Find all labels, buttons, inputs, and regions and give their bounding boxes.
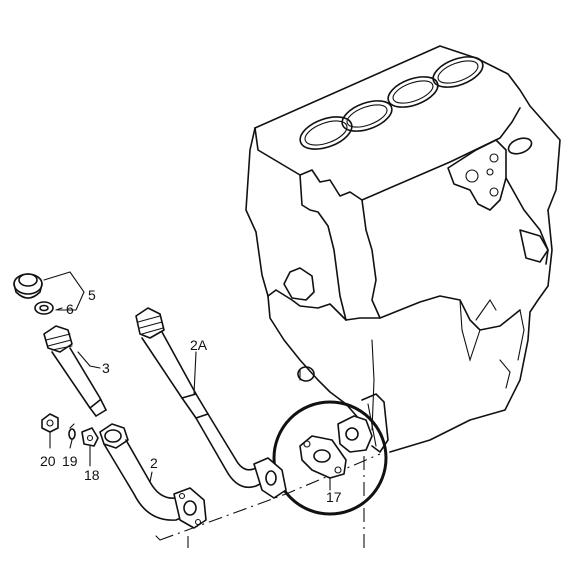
callout-6: 6 — [66, 301, 74, 317]
part-2-oil-pipe — [99, 423, 207, 529]
callout-labels: 5 6 3 2A 2 17 18 19 20 — [40, 287, 342, 505]
callout-18: 18 — [84, 467, 100, 483]
part-18-clip — [81, 427, 99, 447]
callout-17: 17 — [326, 489, 342, 505]
engine-block — [245, 45, 561, 453]
part-20-nut — [41, 413, 59, 433]
part-3-pipe — [43, 325, 107, 417]
callout-5: 5 — [88, 287, 96, 303]
part-5-cap — [13, 273, 43, 299]
highlight-circle — [272, 400, 388, 516]
callout-19: 19 — [62, 453, 78, 469]
leader-lines — [43, 271, 197, 483]
part-17-gasket — [272, 400, 388, 516]
part-19-washer — [68, 423, 76, 440]
callout-3: 3 — [102, 360, 110, 376]
callout-20: 20 — [40, 453, 56, 469]
part-2a-oil-pipe — [135, 307, 287, 499]
part-6-washer — [34, 301, 54, 315]
callout-2: 2 — [150, 455, 158, 471]
callout-2a: 2A — [190, 337, 208, 353]
